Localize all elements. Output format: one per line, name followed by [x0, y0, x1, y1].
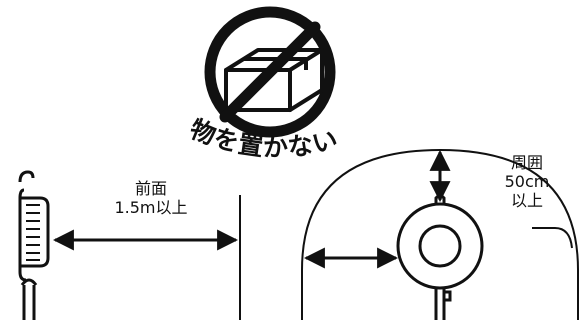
warning-text: 物を置かない	[186, 117, 342, 162]
around-clearance-title: 周囲	[510, 153, 543, 172]
heater-side-view	[18, 170, 50, 320]
front-clearance-label: 前面 1.5m以上	[96, 179, 206, 217]
around-label-leader	[532, 227, 573, 249]
around-clearance-suffix: 以上	[510, 191, 543, 211]
front-clearance-title: 前面	[134, 179, 167, 198]
no-objects-prohibition-icon	[204, 6, 336, 138]
heater-front-view	[396, 194, 484, 320]
around-clearance-distance: 50cm	[504, 172, 550, 192]
warning-text-path: 物を置かない	[186, 117, 341, 162]
svg-text:物を置かない: 物を置かない	[186, 117, 342, 162]
around-clearance-label: 周囲 50cm 以上	[492, 153, 562, 211]
front-clearance-distance: 1.5m以上	[114, 198, 188, 218]
